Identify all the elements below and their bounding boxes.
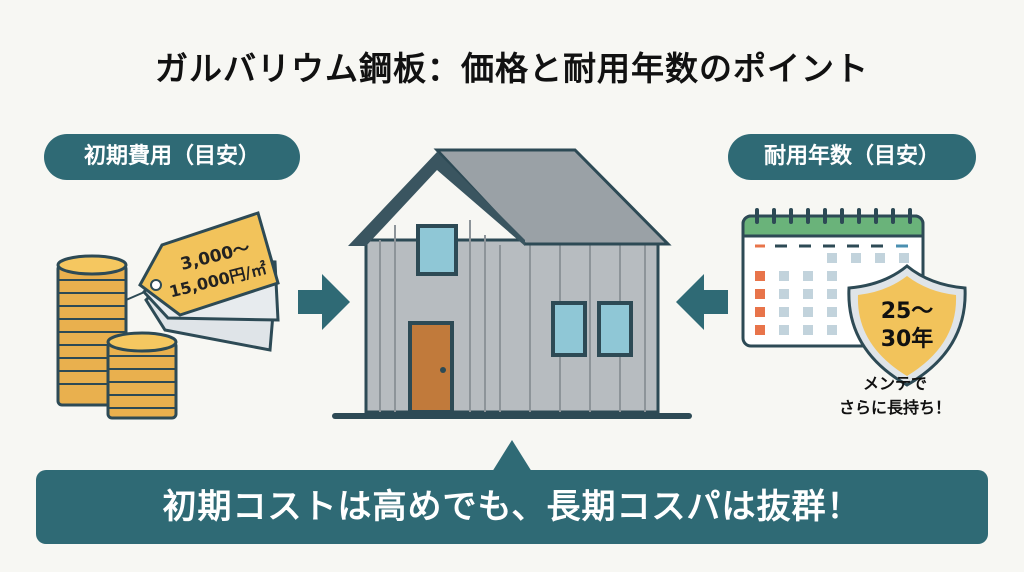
initial-cost-label: 初期費用（目安） (44, 134, 300, 180)
lifespan-label: 耐用年数（目安） (728, 134, 976, 180)
arrow-right-icon (298, 274, 350, 330)
price-tag-icon: 3,000〜 15,000円/㎡ (125, 211, 280, 352)
maintenance-note-line1: メンテで (862, 374, 927, 393)
lifespan-max: 30年 (881, 326, 934, 352)
coin-stack-small-icon (106, 331, 178, 420)
lifespan-min: 25〜 (881, 299, 934, 324)
page-title: ガルバリウム鋼板：価格と耐用年数のポイント (155, 49, 869, 88)
maintenance-note-line2: さらに長持ち！ (838, 398, 951, 417)
shield-icon: 25〜 30年 (847, 264, 967, 387)
arrow-left-icon (676, 274, 728, 330)
banner-pointer (492, 440, 532, 472)
conclusion-banner: 初期コストは高めでも、長期コスパは抜群！ (36, 470, 988, 544)
maintenance-note: メンテで さらに長持ち！ (800, 372, 990, 420)
house-icon (332, 148, 692, 419)
